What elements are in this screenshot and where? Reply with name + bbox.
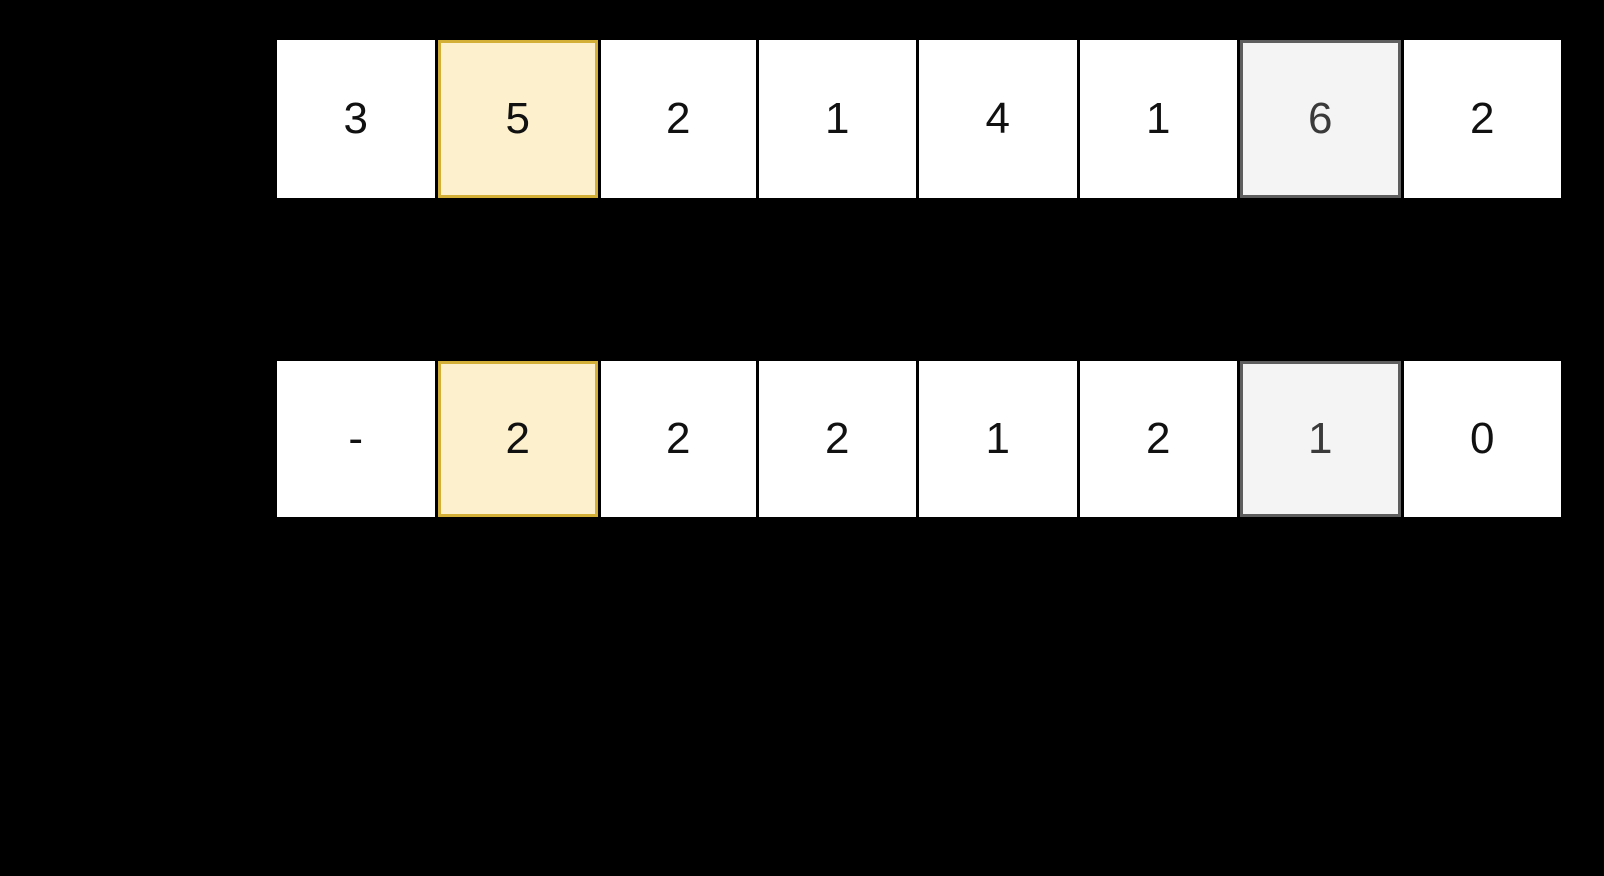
array-cell[interactable]: 2 bbox=[598, 361, 759, 517]
array-cell-value: 1 bbox=[985, 414, 1010, 463]
array-cell-value: 2 bbox=[505, 414, 530, 463]
array-cell-value: 0 bbox=[1470, 414, 1495, 463]
array-cell[interactable]: 0 bbox=[1400, 361, 1561, 517]
array-cell[interactable]: 2 bbox=[598, 40, 759, 198]
array-cell-value: 1 bbox=[1146, 94, 1171, 143]
array-cell[interactable]: 2 bbox=[1079, 361, 1240, 517]
array-cell[interactable]: 2 bbox=[1400, 40, 1561, 198]
array-cell-value: 2 bbox=[825, 414, 850, 463]
array-cell[interactable]: - bbox=[277, 361, 438, 517]
array-cell[interactable]: 3 bbox=[277, 40, 438, 198]
array-cell[interactable]: 1 bbox=[1079, 40, 1240, 198]
array-cell-highlighted-active[interactable]: 2 bbox=[437, 361, 598, 517]
array-cell[interactable]: 2 bbox=[758, 361, 919, 517]
array-cell-value: - bbox=[348, 414, 364, 463]
array-cell-value: 3 bbox=[343, 94, 368, 143]
array-cell-value: 5 bbox=[505, 94, 530, 143]
array-cell[interactable]: 1 bbox=[919, 361, 1080, 517]
array-cell-value: 4 bbox=[985, 94, 1010, 143]
array-cell-value: 2 bbox=[666, 94, 691, 143]
array-cell[interactable]: 1 bbox=[758, 40, 919, 198]
array-cell-value: 1 bbox=[825, 94, 850, 143]
array-row-counts: - 2 2 2 1 2 1 0 bbox=[277, 361, 1561, 517]
array-cell-value: 2 bbox=[1146, 414, 1171, 463]
array-row-values: 3 5 2 1 4 1 6 2 bbox=[277, 40, 1561, 198]
array-cell[interactable]: 4 bbox=[919, 40, 1080, 198]
array-cell-highlighted-pointer[interactable]: 6 bbox=[1240, 40, 1401, 198]
array-cell-value: 6 bbox=[1308, 94, 1333, 143]
array-cell-highlighted-pointer[interactable]: 1 bbox=[1240, 361, 1401, 517]
array-cell-value: 1 bbox=[1308, 414, 1333, 463]
array-cell-value: 2 bbox=[666, 414, 691, 463]
array-cell-value: 2 bbox=[1470, 94, 1495, 143]
array-cell-highlighted-active[interactable]: 5 bbox=[437, 40, 598, 198]
